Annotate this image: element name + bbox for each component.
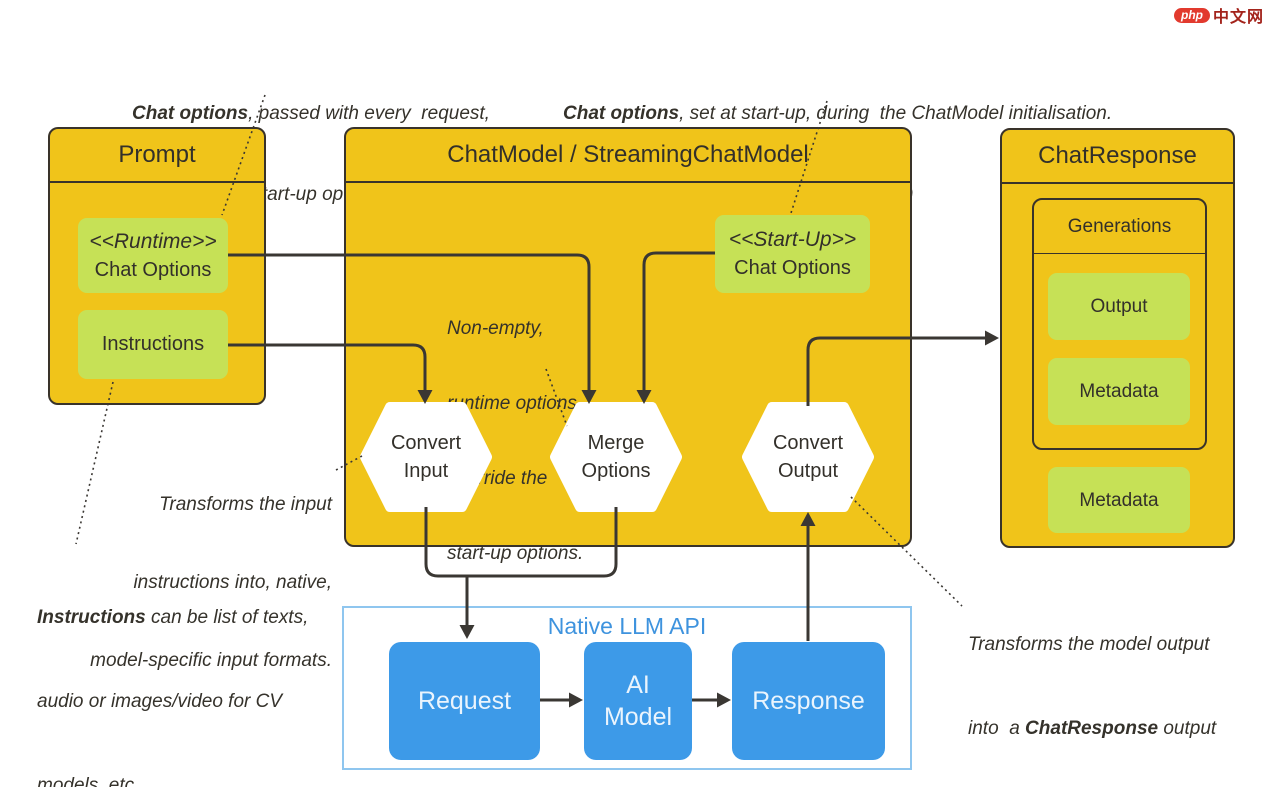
ai-model-line2: Model bbox=[603, 703, 673, 731]
output-label: Output bbox=[1090, 296, 1148, 317]
response-label: Response bbox=[752, 687, 865, 715]
response-metadata-box: Metadata bbox=[1048, 467, 1190, 533]
arrow-into-chatresponse bbox=[985, 330, 999, 346]
note-instructions-rest: can be list of texts, bbox=[145, 607, 309, 628]
note-transform-output-l2a: into a bbox=[968, 718, 1026, 739]
prompt-title: Prompt bbox=[50, 129, 264, 183]
note-runtime-bold: Chat options bbox=[132, 103, 249, 124]
merge-options-label: Merge Options bbox=[555, 407, 677, 507]
note-transform-input: Transforms the input instructions into, … bbox=[90, 440, 332, 726]
generations-title: Generations bbox=[1034, 200, 1205, 254]
note-transform-input-line1: Transforms the input bbox=[159, 494, 332, 515]
note-transform-output-line1: Transforms the model output bbox=[968, 634, 1210, 655]
chatresponse-title: ChatResponse bbox=[1002, 130, 1233, 184]
chatmodel-title: ChatModel / StreamingChatModel bbox=[346, 129, 910, 183]
runtime-stereotype: <<Runtime>> bbox=[89, 229, 217, 253]
php-chinese-site-logo: php 中文网 bbox=[1173, 3, 1264, 27]
note-startup-bold: Chat options bbox=[563, 103, 680, 124]
note-startup-rest: , set at start-up, during the ChatModel … bbox=[679, 103, 1113, 124]
note-transform-output-bold: ChatResponse bbox=[1025, 718, 1159, 739]
convert-output-line2: Output bbox=[777, 460, 839, 482]
output-box: Output bbox=[1048, 273, 1190, 340]
note-runtime-rest: , passed with every request, bbox=[248, 103, 490, 124]
merge-options-line2: Options bbox=[581, 460, 651, 482]
note-transform-input-line2: instructions into, native, bbox=[133, 572, 332, 593]
note-nonempty-line4: start-up options. bbox=[447, 543, 584, 564]
note-instructions: Instructions can be list of texts, audio… bbox=[37, 548, 308, 787]
convert-output-label: Convert Output bbox=[747, 407, 869, 507]
convert-output-line1: Convert bbox=[772, 432, 844, 454]
startup-stereotype: <<Start-Up>> bbox=[728, 228, 857, 251]
convert-input-label: Convert Input bbox=[365, 407, 487, 507]
instructions-box: Instructions bbox=[78, 310, 228, 379]
note-transform-output: Transforms the model output into a ChatR… bbox=[968, 575, 1216, 787]
note-instructions-bold: Instructions bbox=[37, 607, 146, 628]
ai-model-line1: AI bbox=[626, 671, 650, 699]
convert-input-line1: Convert bbox=[390, 432, 462, 454]
generations-box: Generations bbox=[1032, 198, 1207, 450]
note-nonempty-line1: Non-empty, bbox=[447, 318, 544, 339]
generations-metadata-label: Metadata bbox=[1079, 381, 1159, 402]
note-transform-input-line3: model-specific input formats. bbox=[90, 650, 332, 671]
php-logo-badge: php bbox=[1173, 7, 1210, 23]
native-llm-api-title: Native LLM API bbox=[547, 613, 707, 639]
startup-chat-options-box: <<Start-Up>> Chat Options bbox=[715, 215, 870, 293]
convert-input-line2: Input bbox=[403, 460, 449, 482]
response-box: Response bbox=[732, 642, 885, 760]
runtime-chat-options-box: <<Runtime>> Chat Options bbox=[78, 218, 228, 293]
startup-label: Chat Options bbox=[734, 257, 851, 279]
response-metadata-label: Metadata bbox=[1079, 489, 1159, 511]
generations-metadata-box: Metadata bbox=[1048, 358, 1190, 425]
instructions-label: Instructions bbox=[101, 333, 205, 355]
note-instructions-line2: audio or images/video for CV bbox=[37, 691, 283, 712]
runtime-label: Chat Options bbox=[94, 258, 212, 281]
merge-options-line1: Merge bbox=[587, 432, 645, 454]
ai-model-box: AI Model bbox=[584, 642, 692, 760]
note-instructions-line3: models, etc. bbox=[37, 775, 140, 787]
request-box: Request bbox=[389, 642, 540, 760]
php-logo-text: 中文网 bbox=[1212, 9, 1264, 26]
note-transform-output-l2c: output bbox=[1158, 718, 1217, 739]
request-label: Request bbox=[417, 687, 512, 715]
